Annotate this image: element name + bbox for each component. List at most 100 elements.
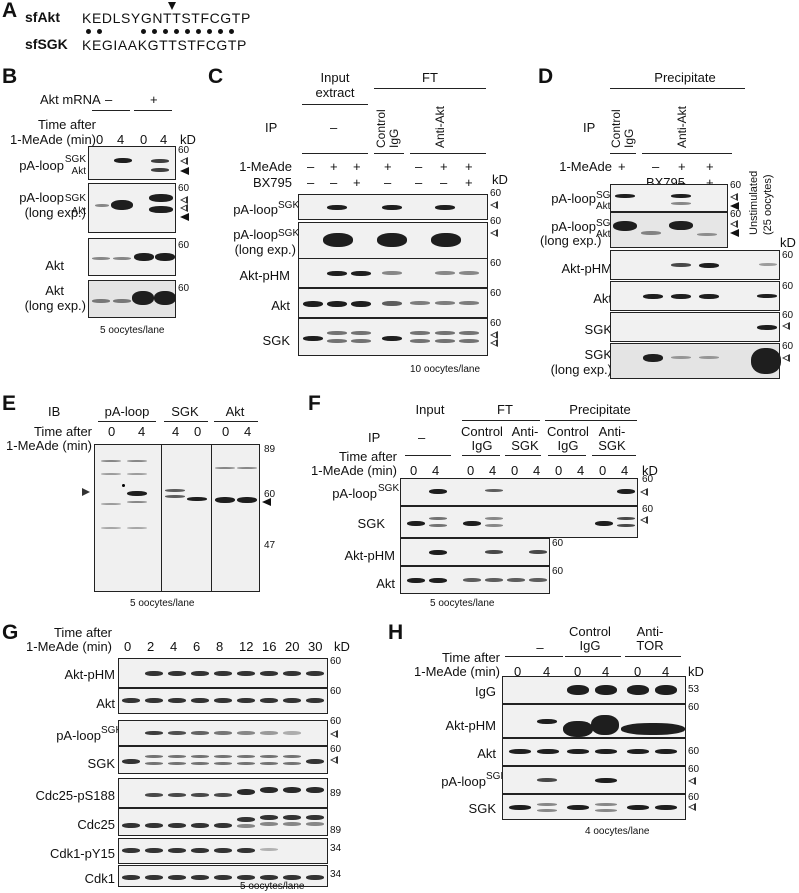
lane-time: 2 bbox=[147, 639, 155, 654]
filled-arrowhead-icon bbox=[730, 202, 739, 210]
panel-a-label: A bbox=[2, 0, 18, 22]
marker: 53 bbox=[688, 684, 700, 695]
row-sublabel: (long exp.) bbox=[24, 298, 86, 313]
blot-b-akt bbox=[88, 238, 176, 276]
lane-time: 30 bbox=[308, 639, 323, 654]
marker-60: 60 bbox=[782, 250, 794, 261]
ft-label: FT bbox=[422, 70, 438, 85]
time-after-label-2: 1-MeAde (min) bbox=[414, 664, 500, 679]
row-label: SGK bbox=[584, 322, 612, 337]
marker: 89 bbox=[330, 825, 342, 836]
marker-60: 60 bbox=[178, 240, 190, 251]
time-after-label-2: 1-MeAde (min) bbox=[10, 132, 96, 147]
lane-time: 4 bbox=[170, 639, 178, 654]
precipitate-label: Precipitate bbox=[654, 70, 716, 85]
row-label: SGK bbox=[468, 801, 496, 816]
anti-tor-label-2: TOR bbox=[636, 638, 664, 653]
blot-b-akt-long bbox=[88, 280, 176, 318]
blot-f-pa-loop bbox=[400, 478, 638, 506]
ib-label: IB bbox=[48, 404, 61, 419]
blot-c-pa-loop bbox=[298, 194, 488, 220]
row-sublabel: (long exp.) bbox=[540, 233, 602, 248]
control-igg-label: Control bbox=[547, 424, 589, 439]
blot-g-akt-phm bbox=[118, 658, 328, 688]
marker: 34 bbox=[330, 843, 342, 854]
blot-g-sgk bbox=[118, 746, 328, 774]
blot-d-pa-loop-long bbox=[610, 212, 728, 248]
footer-note: 5 oocytes/lane bbox=[430, 598, 495, 609]
blot-d-pa-loop bbox=[610, 184, 728, 212]
row-label: Cdk1 bbox=[84, 871, 115, 886]
control-igg-label-2: IgG bbox=[579, 638, 601, 653]
row-label: Akt-pHM bbox=[239, 268, 290, 283]
ft-label: FT bbox=[497, 402, 513, 417]
sfsgk-label: sfSGK bbox=[25, 36, 68, 52]
row-label: Cdc25-pS188 bbox=[35, 788, 116, 803]
marker-60: 60 bbox=[642, 474, 654, 485]
lane-time: 4 bbox=[160, 132, 168, 147]
footer-note: 5 oocytes/lane bbox=[100, 325, 165, 336]
blot-d-sgk bbox=[610, 312, 780, 342]
row-label: Akt bbox=[45, 258, 64, 273]
row-label: pA-loop bbox=[19, 158, 64, 173]
blot-f-sgk bbox=[400, 506, 638, 538]
row-label: Cdk1-pY15 bbox=[49, 846, 115, 861]
open-arrowhead-icon bbox=[730, 220, 738, 228]
time-after-label: Time after bbox=[338, 449, 397, 464]
marker-60: 60 bbox=[178, 183, 190, 194]
sgk-sublabel: SGK bbox=[64, 154, 86, 165]
ip-dash: – bbox=[536, 640, 544, 655]
blot-h-igg bbox=[502, 676, 686, 704]
blot-b-pa-loop-long bbox=[88, 183, 176, 233]
lane-time: 12 bbox=[239, 639, 254, 654]
blot-c-akt bbox=[298, 288, 488, 318]
open-arrowhead-icon bbox=[640, 488, 648, 496]
row-label: pA-loop bbox=[441, 774, 486, 789]
row-label: Akt bbox=[271, 298, 290, 313]
input-label: Input bbox=[415, 402, 445, 417]
filled-arrowhead-icon bbox=[730, 229, 739, 237]
marker: 60 bbox=[330, 744, 342, 755]
anti-sgk-label: Anti- bbox=[511, 424, 539, 439]
precipitate-label: Precipitate bbox=[569, 402, 631, 417]
footer-note: 5 oocytes/lane bbox=[130, 598, 195, 609]
lane-time: 0 bbox=[96, 132, 104, 147]
row-label: pA-loop bbox=[233, 202, 278, 217]
marker-60: 60 bbox=[178, 283, 190, 294]
row-label: Cdc25 bbox=[77, 817, 115, 832]
marker-60: 60 bbox=[264, 489, 276, 500]
blot-f-akt-phm bbox=[400, 538, 550, 566]
open-arrowhead-icon bbox=[180, 196, 188, 204]
anti-sgk-label: Anti- bbox=[598, 424, 626, 439]
kd-label: kD bbox=[780, 235, 796, 250]
panel-b-label: B bbox=[2, 65, 18, 88]
blot-h-sgk bbox=[502, 794, 686, 820]
row-label: SGK bbox=[262, 333, 290, 348]
sgk-sublabel: SGK bbox=[278, 200, 300, 211]
akt-sublabel: Akt bbox=[596, 229, 611, 240]
bx795-label: BX795 bbox=[252, 175, 292, 190]
phospho-site-arrowhead-icon bbox=[168, 2, 176, 10]
footer-note: 4 oocytes/lane bbox=[585, 826, 650, 837]
control-igg-label-2: IgG bbox=[471, 438, 493, 453]
marker-60: 60 bbox=[552, 566, 564, 577]
anti-akt-label: Anti-Akt bbox=[675, 105, 689, 148]
open-arrowhead-icon bbox=[180, 204, 188, 212]
marker-60: 60 bbox=[730, 180, 742, 191]
lane-time: 16 bbox=[262, 639, 277, 654]
blot-f-akt bbox=[400, 566, 550, 594]
panel-e-label: E bbox=[2, 392, 17, 415]
row-label: Akt bbox=[96, 696, 115, 711]
panel-c-label: C bbox=[208, 65, 224, 88]
blot-h-akt bbox=[502, 738, 686, 766]
marker-60: 60 bbox=[730, 209, 742, 220]
kd-label: kD bbox=[334, 639, 350, 654]
lane-time: 0 bbox=[124, 639, 132, 654]
blot-c-sgk bbox=[298, 318, 488, 356]
row-label: Akt-pHM bbox=[64, 667, 115, 682]
open-arrowhead-icon bbox=[490, 229, 498, 237]
open-arrowhead-icon bbox=[180, 157, 188, 165]
marker-60: 60 bbox=[782, 310, 794, 321]
panel-f-label: F bbox=[308, 392, 321, 415]
filled-arrowhead-icon bbox=[180, 167, 189, 175]
